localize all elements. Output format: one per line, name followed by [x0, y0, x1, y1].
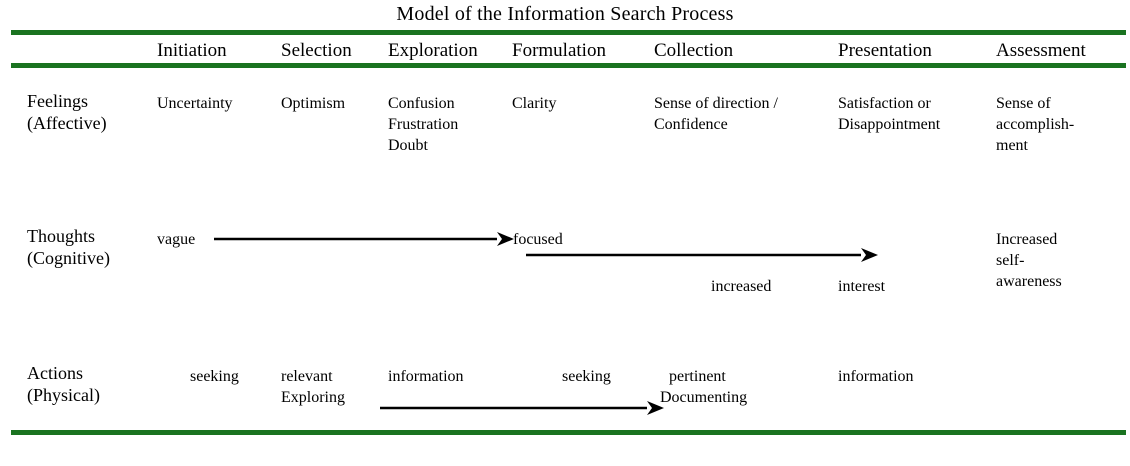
cell-feelings-presentation: Satisfaction or Disappointment: [838, 95, 941, 133]
cell-thoughts-vague: vague: [157, 231, 196, 248]
cell-thoughts-interest: interest: [838, 278, 886, 295]
cell-feelings-formulation: Clarity: [512, 95, 557, 112]
cell-feelings-initiation: Uncertainty: [157, 95, 233, 112]
cell-actions-information-1: information: [388, 368, 464, 385]
row-label-feelings-line2: (Affective): [27, 113, 107, 133]
cell-actions-relevant: relevant: [281, 368, 333, 385]
row-label-actions-line1: Actions: [27, 363, 83, 383]
top-rule: [11, 30, 1126, 35]
cell-actions-exploring: Exploring: [281, 389, 345, 406]
arrow-focused-to-interest-icon: [526, 248, 878, 262]
row-label-feelings-line1: Feelings: [27, 91, 88, 111]
row-label-actions-line2: (Physical): [27, 385, 100, 405]
row-label-thoughts-line2: (Cognitive): [27, 248, 110, 268]
cell-feelings-collection: Sense of direction / Confidence: [654, 95, 778, 133]
arrow-exploring-to-documenting-icon: [380, 401, 664, 415]
cell-actions-seeking-2: seeking: [562, 368, 611, 385]
cell-feelings-assessment: Sense of accomplish- ment: [996, 95, 1075, 154]
bottom-rule: [11, 430, 1126, 435]
column-header-formulation: Formulation: [512, 40, 606, 61]
arrow-vague-to-focused-icon: [214, 232, 514, 246]
cell-feelings-exploration: Confusion Frustration Doubt: [388, 95, 459, 154]
row-label-feelings: Feelings (Affective): [27, 90, 107, 134]
row-label-thoughts-line1: Thoughts: [27, 226, 96, 246]
cell-actions-documenting: Documenting: [660, 389, 748, 406]
cell-thoughts-increased: increased: [711, 278, 772, 295]
cell-actions-seeking-1: seeking: [190, 368, 239, 385]
figure-title: Model of the Information Search Process: [396, 3, 734, 25]
cell-actions-information-2: information: [838, 368, 914, 385]
cell-feelings-selection: Optimism: [281, 95, 346, 112]
column-header-presentation: Presentation: [838, 40, 932, 61]
cell-thoughts-assessment: Increased self- awareness: [996, 231, 1062, 290]
column-header-initiation: Initiation: [157, 40, 227, 61]
column-header-assessment: Assessment: [996, 40, 1086, 61]
cell-actions-pertinent: pertinent: [669, 368, 726, 385]
column-header-collection: Collection: [654, 40, 734, 61]
column-header-exploration: Exploration: [388, 40, 478, 61]
cell-thoughts-focused: focused: [513, 231, 563, 248]
row-label-actions: Actions (Physical): [27, 362, 100, 406]
row-label-thoughts: Thoughts (Cognitive): [27, 225, 110, 269]
column-header-selection: Selection: [281, 40, 352, 61]
header-rule: [11, 63, 1126, 68]
